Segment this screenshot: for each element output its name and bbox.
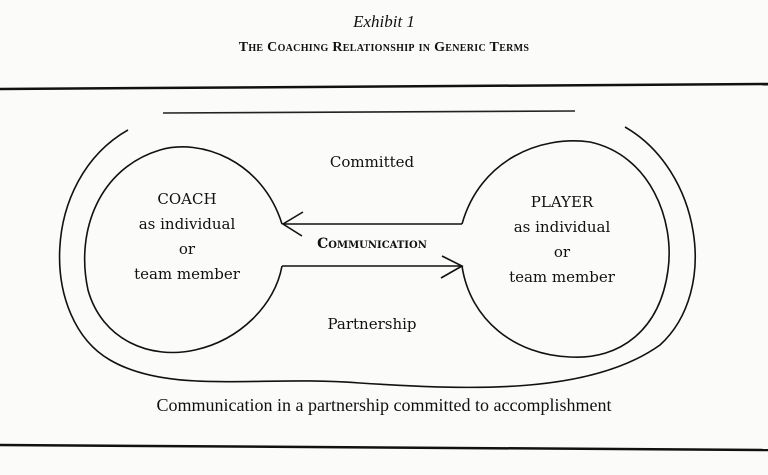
partnership-label: Partnership	[327, 315, 417, 333]
diagram-caption: Communication in a partnership committed…	[156, 395, 612, 415]
player-node: PLAYER as individual or team member	[482, 190, 642, 290]
communication-label: Communication	[317, 236, 427, 252]
player-team: team member	[509, 268, 615, 286]
exhibit-title: Exhibit 1	[353, 12, 415, 31]
player-circle	[461, 140, 670, 358]
coach-circle	[83, 146, 283, 354]
inner-rule	[162, 110, 576, 114]
outer-loop	[58, 126, 696, 389]
coach-team: team member	[134, 265, 240, 283]
coach-name: COACH	[157, 190, 217, 208]
arrow-to-coach-head-icon	[281, 211, 304, 237]
exhibit-subtitle: The Coaching Relationship in Generic Ter…	[238, 40, 530, 55]
coach-role: as individual	[138, 215, 236, 233]
coach-or: or	[178, 240, 196, 258]
top-rule	[0, 82, 768, 91]
coach-node: COACH as individual or team member	[107, 187, 267, 287]
arrow-to-player-head-icon	[440, 255, 464, 279]
player-name: PLAYER	[530, 193, 594, 211]
bottom-rule	[0, 443, 768, 452]
player-or: or	[553, 243, 571, 261]
player-role: as individual	[513, 218, 611, 236]
committed-label: Committed	[329, 153, 415, 171]
